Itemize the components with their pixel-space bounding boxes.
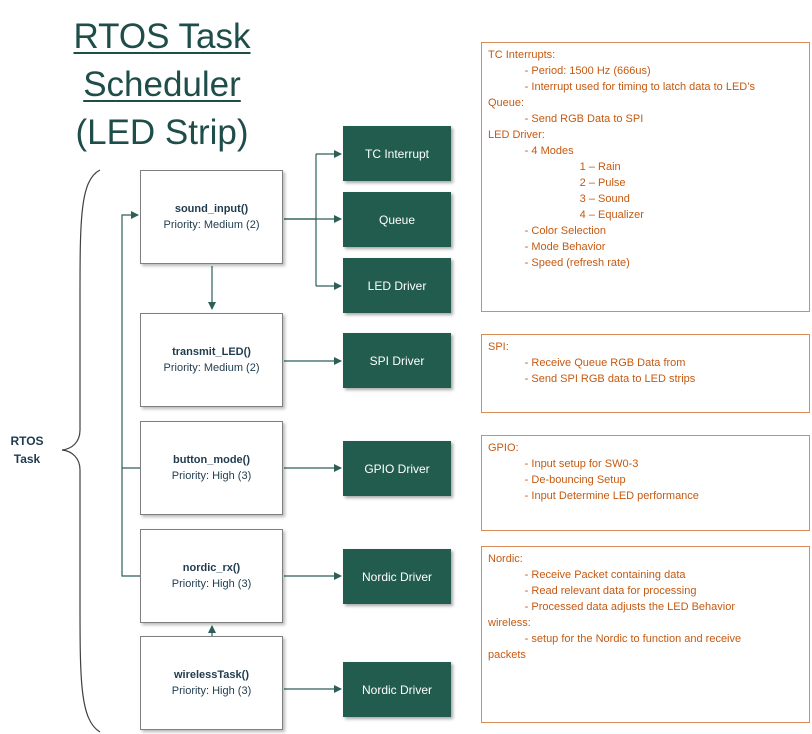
driver-led: LED Driver [343,258,451,313]
title-line-2: Scheduler [83,65,241,104]
driver-queue: Queue [343,192,451,247]
note-line: 2 – Pulse [488,177,626,189]
task-name: nordic_rx() [182,562,241,574]
rtos-label-line-1: RTOS [10,434,44,448]
note-line: - Receive Packet containing data [488,569,686,581]
note-line: 1 – Rain [488,161,621,173]
connector-feedback-loop [121,211,140,577]
task-button-mode: button_mode() Priority: High (3) [140,421,283,515]
rtos-brace [61,169,101,733]
note-line: - Period: 1500 Hz (666us) [488,65,651,77]
note-line: - Read relevant data for processing [488,585,697,597]
note-line: TC Interrupts: [488,49,556,61]
driver-gpio: GPIO Driver [343,441,451,496]
task-nordic-rx: nordic_rx() Priority: High (3) [140,529,283,623]
note-line: LED Driver: [488,129,545,141]
note-line: 3 – Sound [488,193,630,205]
note-line: wireless: [488,617,531,629]
rtos-task-label: RTOS Task [2,432,52,468]
note-nordic-wireless: Nordic: - Receive Packet containing data… [481,546,810,723]
task-wireless: wirelessTask() Priority: High (3) [140,636,283,730]
note-line: - Mode Behavior [488,241,606,253]
note-line: - Processed data adjusts the LED Behavio… [488,601,736,613]
note-line: - Input setup for SW0-3 [488,458,639,470]
driver-tc-interrupt: TC Interrupt [343,126,451,181]
task-priority: Priority: High (3) [171,685,252,697]
rtos-label-line-2: Task [13,452,41,466]
note-line: Nordic: [488,553,523,565]
note-line: SPI: [488,341,509,353]
task-transmit-led: transmit_LED() Priority: Medium (2) [140,313,283,407]
note-line: 4 – Equalizer [488,209,644,221]
note-line: GPIO: [488,442,519,454]
driver-spi: SPI Driver [343,333,451,388]
note-line: - Color Selection [488,225,606,237]
task-priority: Priority: Medium (2) [163,219,260,231]
task-name: wirelessTask() [173,669,249,681]
note-line: - Send SPI RGB data to LED strips [488,373,696,385]
note-line: - 4 Modes [488,145,574,157]
title-line-3: (LED Strip) [75,113,249,152]
task-priority: Priority: Medium (2) [163,362,260,374]
task-name: button_mode() [173,454,250,466]
note-line: packets [488,649,526,661]
task-name: sound_input() [174,203,249,215]
note-tc-queue-led: TC Interrupts: - Period: 1500 Hz (666us)… [481,42,810,312]
note-line: - Send RGB Data to SPI [488,113,644,125]
task-sound-input: sound_input() Priority: Medium (2) [140,170,283,264]
note-gpio: GPIO: - Input setup for SW0-3 - De-bounc… [481,435,810,531]
note-line: - setup for the Nordic to function and r… [488,633,742,645]
note-line: - Receive Queue RGB Data from [488,357,686,369]
task-priority: Priority: High (3) [171,470,252,482]
task-priority: Priority: High (3) [171,578,252,590]
title-line-1: RTOS Task [73,17,251,56]
driver-nordic: Nordic Driver [343,549,451,604]
note-spi: SPI: - Receive Queue RGB Data from - Sen… [481,334,810,413]
task-name: transmit_LED() [172,346,251,358]
note-line: - Interrupt used for timing to latch dat… [488,81,755,93]
note-line: - Speed (refresh rate) [488,257,630,269]
driver-nordic-wireless: Nordic Driver [343,662,451,717]
note-line: - Input Determine LED performance [488,490,699,502]
note-line: Queue: [488,97,525,109]
note-line: - De-bouncing Setup [488,474,626,486]
